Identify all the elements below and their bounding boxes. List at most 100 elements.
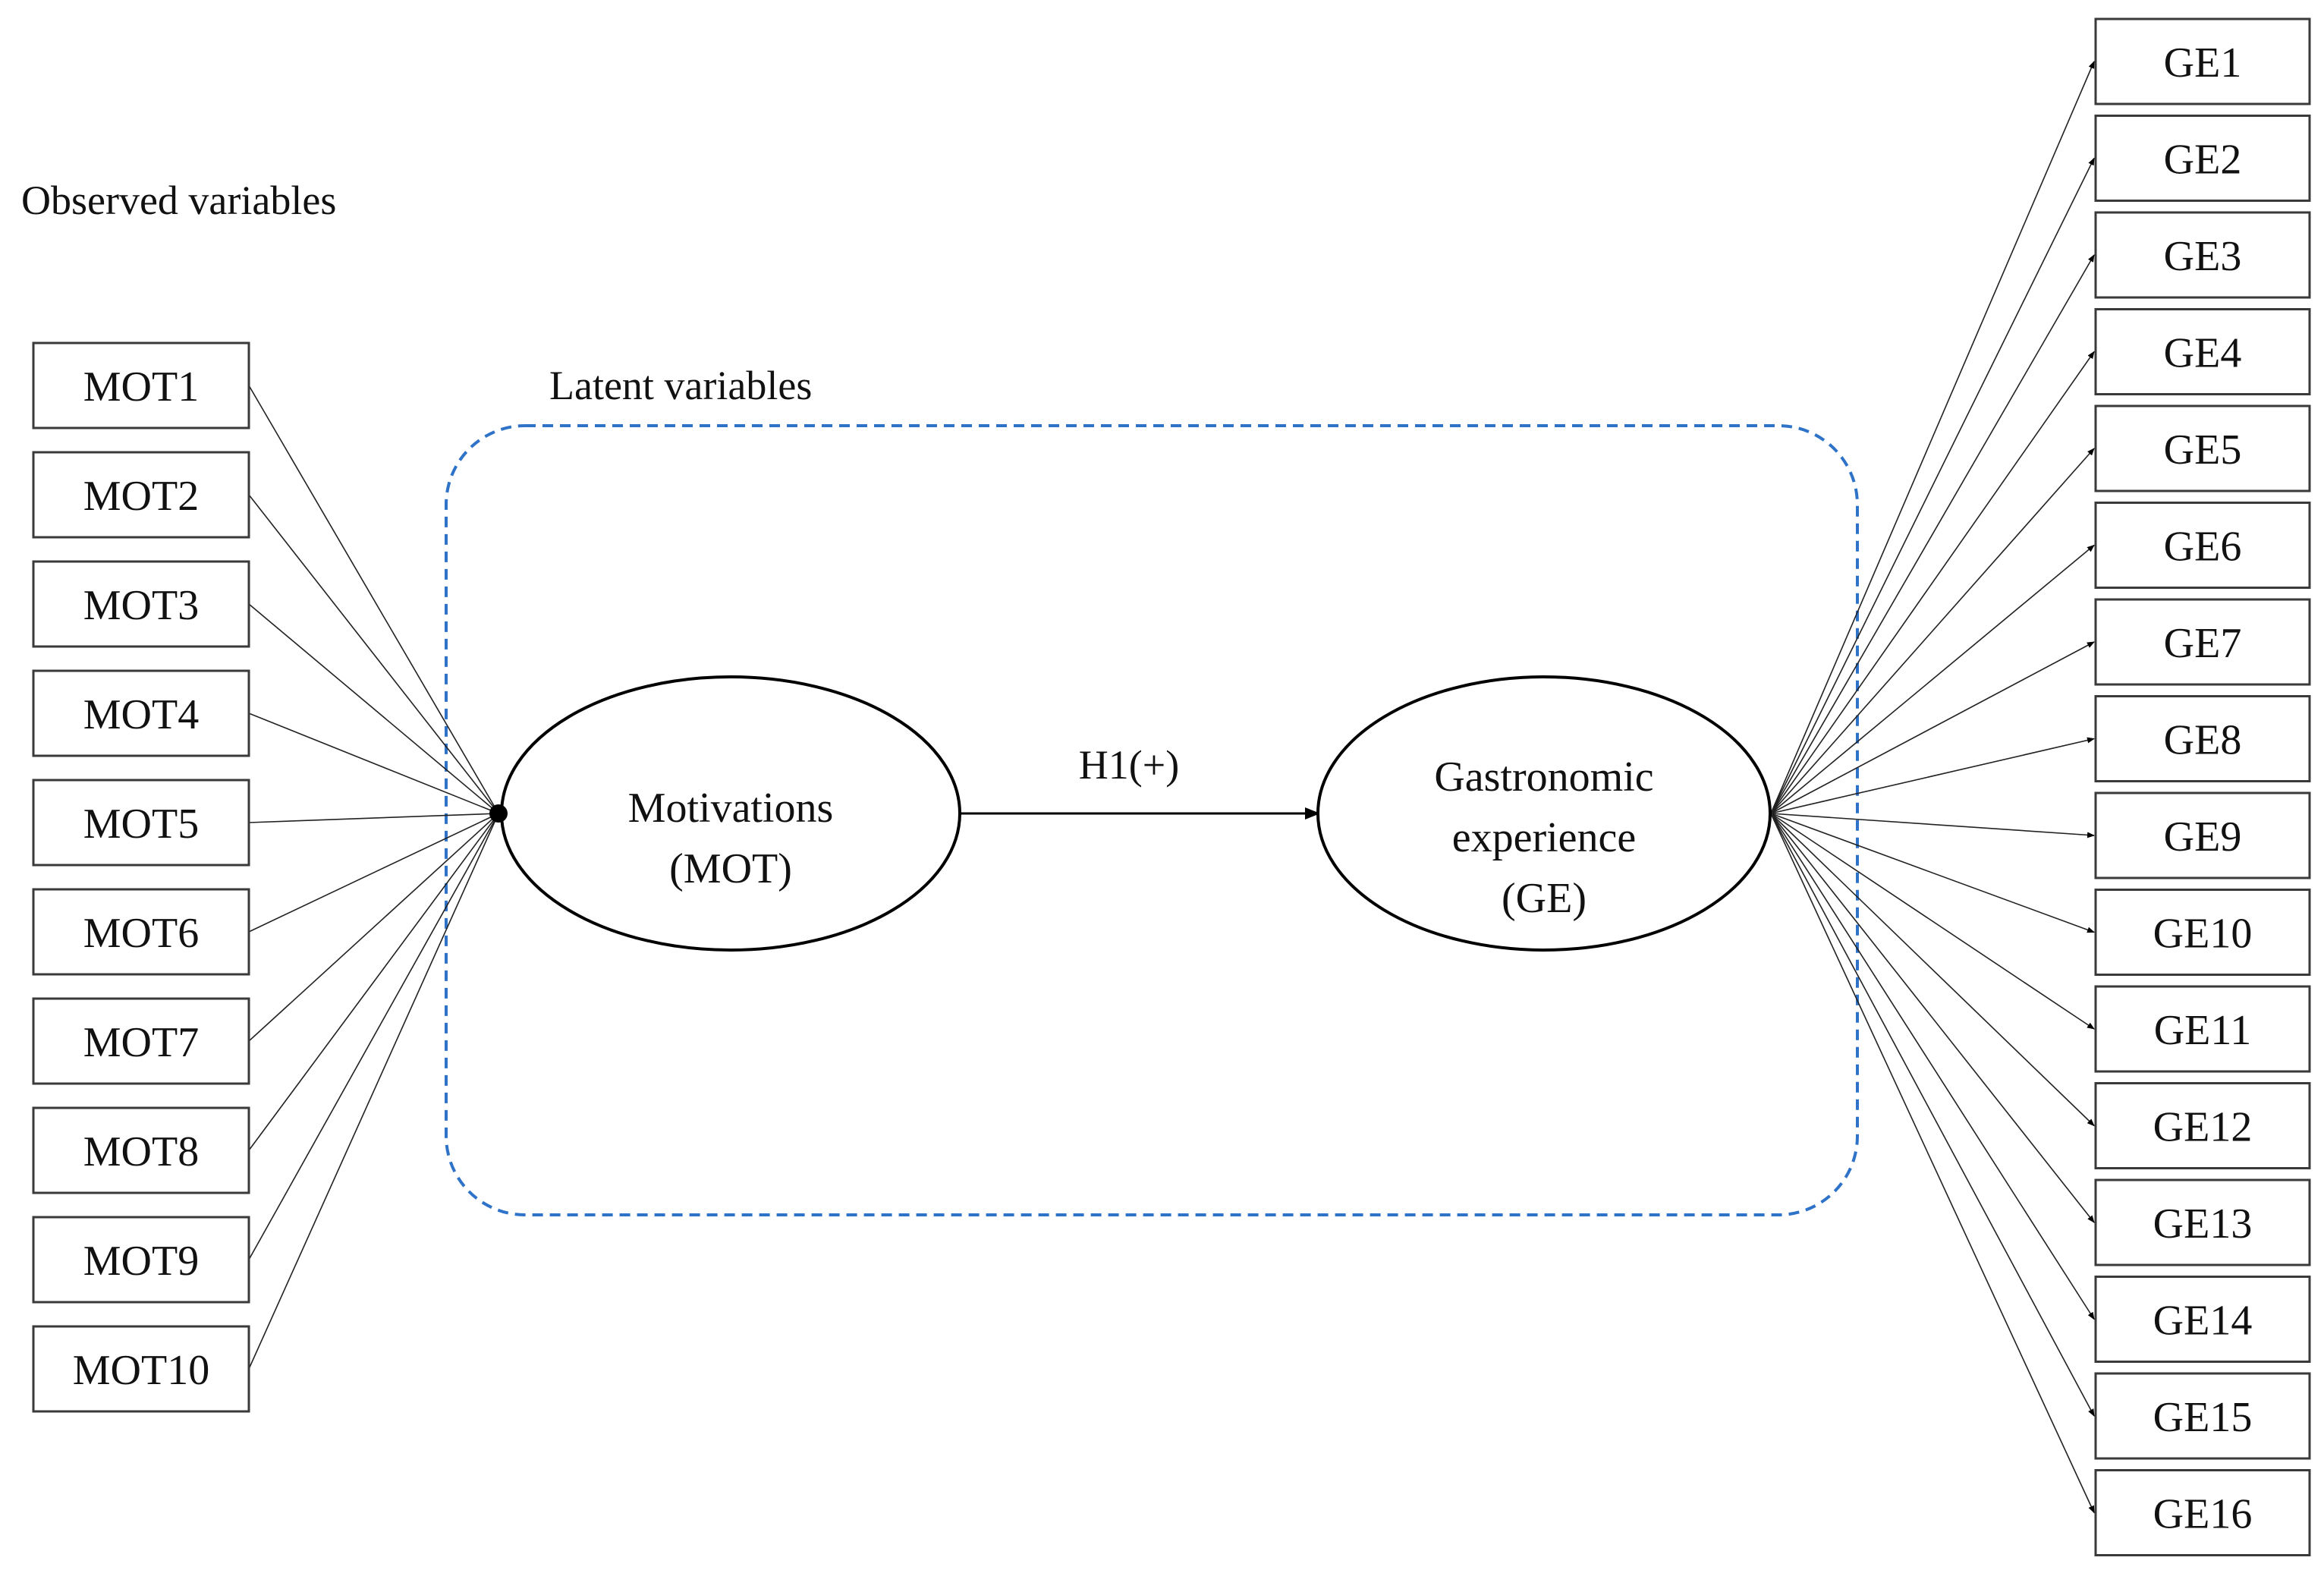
ge-latent-abbrev: (GE) — [1502, 875, 1587, 922]
mot-junction-dot — [489, 804, 508, 823]
ge-indicator-label: GE10 — [2153, 911, 2253, 958]
mot-indicator-label: MOT1 — [83, 363, 199, 411]
mot-indicator-connector — [248, 813, 499, 1151]
ge-indicator: GE14 — [2094, 1276, 2311, 1363]
ge-indicator: GE11 — [2094, 985, 2311, 1073]
ge-latent-name-line1: Gastronomic — [1434, 754, 1653, 801]
ge-indicator-arrow — [1770, 544, 2095, 814]
mot-latent-name: Motivations — [628, 785, 834, 832]
ge-indicator: GE3 — [2094, 211, 2311, 299]
ge-indicator-label: GE13 — [2153, 1200, 2253, 1248]
mot-indicator: MOT4 — [32, 669, 250, 757]
ge-indicator-arrow — [1770, 813, 2095, 1320]
mot-indicator: MOT10 — [32, 1325, 250, 1413]
mot-indicator: MOT5 — [32, 779, 250, 867]
ge-indicator-box — [2094, 1372, 2311, 1460]
mot-indicator-label: MOT9 — [83, 1238, 199, 1285]
ge-indicator-box — [2094, 308, 2311, 395]
ge-indicator-label: GE6 — [2164, 524, 2242, 571]
ge-indicator: GE9 — [2094, 791, 2311, 879]
h1-path-label: H1(+) — [1079, 742, 1179, 788]
mot-indicator-label: MOT6 — [83, 910, 199, 957]
ge-indicator-label: GE9 — [2164, 813, 2242, 861]
ge-indicator-box — [2094, 1276, 2311, 1363]
ge-indicator-label: GE5 — [2164, 426, 2242, 474]
mot-indicator: MOT8 — [32, 1106, 250, 1194]
mot-indicator-label: MOT3 — [83, 582, 199, 629]
mot-indicator-box — [32, 888, 250, 976]
ge-indicator-arrow — [1770, 641, 2095, 814]
ge-indicator-label: GE8 — [2164, 717, 2242, 764]
mot-indicator-box — [32, 669, 250, 757]
ge-indicator: GE16 — [2094, 1469, 2311, 1556]
mot-indicator-box — [32, 341, 250, 429]
ge-indicator-label: GE7 — [2164, 620, 2242, 667]
mot-indicator-label: MOT7 — [83, 1019, 199, 1066]
mot-indicator: MOT3 — [32, 560, 250, 648]
ge-latent-ellipse — [1316, 675, 1772, 952]
ge-indicator-box — [2094, 211, 2311, 299]
ge-indicator-box — [2094, 1178, 2311, 1266]
ge-indicator-boxes: GE1GE2GE3GE4GE5GE6GE7GE8GE9GE10GE11GE12G… — [2094, 17, 2311, 1556]
mot-indicator: MOT9 — [32, 1216, 250, 1304]
ge-indicator-label: GE15 — [2153, 1394, 2253, 1441]
mot-indicator-connector — [248, 494, 499, 814]
ge-indicator: GE15 — [2094, 1372, 2311, 1460]
mot-indicator-connector — [248, 813, 499, 1260]
ge-indicator-label: GE11 — [2154, 1007, 2252, 1054]
mot-indicator: MOT6 — [32, 888, 250, 976]
ge-indicator-arrow — [1770, 813, 2095, 838]
ge-indicator-label: GE2 — [2164, 137, 2242, 184]
mot-indicator-label: MOT10 — [73, 1347, 209, 1394]
mot-indicator-box — [32, 1216, 250, 1304]
mot-indicator-box — [32, 1325, 250, 1413]
mot-indicator-label: MOT4 — [83, 691, 199, 738]
ge-indicator-arrow — [1770, 813, 2095, 1223]
mot-indicator-connector — [248, 385, 499, 814]
ge-indicator-arrow — [1770, 448, 2095, 814]
ge-indicator-box — [2094, 1469, 2311, 1556]
latent-variables-frame — [445, 424, 1859, 1216]
mot-indicator-label: MOT8 — [83, 1128, 199, 1175]
ge-indicator-arrow — [1770, 61, 2095, 814]
ge-indicator: GE4 — [2094, 308, 2311, 395]
mot-latent-abbrev: (MOT) — [669, 845, 792, 892]
mot-indicator-connector — [248, 713, 499, 814]
ge-indicator-arrow — [1770, 254, 2095, 814]
indicator-connectors — [248, 61, 2095, 1514]
ge-indicator-box — [2094, 598, 2311, 686]
mot-indicator: MOT2 — [32, 451, 250, 539]
ge-indicator-label: GE12 — [2153, 1104, 2253, 1151]
mot-indicator-connector — [248, 813, 499, 823]
mot-indicator-connector — [248, 813, 499, 1042]
ge-indicator: GE7 — [2094, 598, 2311, 686]
ge-indicator-arrow — [1770, 157, 2095, 814]
ge-indicator: GE2 — [2094, 115, 2311, 202]
observed-variables-heading: Observed variables — [21, 178, 336, 223]
ge-indicator: GE5 — [2094, 404, 2311, 492]
ge-indicator: GE8 — [2094, 695, 2311, 782]
ge-indicator-arrow — [1770, 813, 2095, 1127]
ge-indicator-box — [2094, 695, 2311, 782]
ge-indicator-arrow — [1770, 813, 2095, 1514]
mot-indicator: MOT7 — [32, 997, 250, 1085]
ge-indicator-arrow — [1770, 737, 2095, 814]
ge-indicator-box — [2094, 1082, 2311, 1169]
ge-indicator-box — [2094, 791, 2311, 879]
ge-indicator-box — [2094, 17, 2311, 105]
mot-indicator-label: MOT2 — [83, 473, 199, 520]
mot-indicator-connector — [248, 813, 499, 1370]
mot-indicator-box — [32, 451, 250, 539]
ge-indicator-arrow — [1770, 813, 2095, 933]
mot-indicator-connector — [248, 603, 499, 814]
ge-indicator-label: GE16 — [2153, 1491, 2253, 1538]
mot-indicator-box — [32, 997, 250, 1085]
latent-variables-heading: Latent variables — [549, 363, 812, 408]
ge-indicator-label: GE1 — [2164, 39, 2242, 87]
ge-indicator-box — [2094, 889, 2311, 976]
mot-indicator-box — [32, 560, 250, 648]
mot-indicator-box — [32, 779, 250, 867]
ge-indicator-label: GE14 — [2153, 1298, 2253, 1345]
ge-indicator-label: GE4 — [2164, 330, 2242, 377]
